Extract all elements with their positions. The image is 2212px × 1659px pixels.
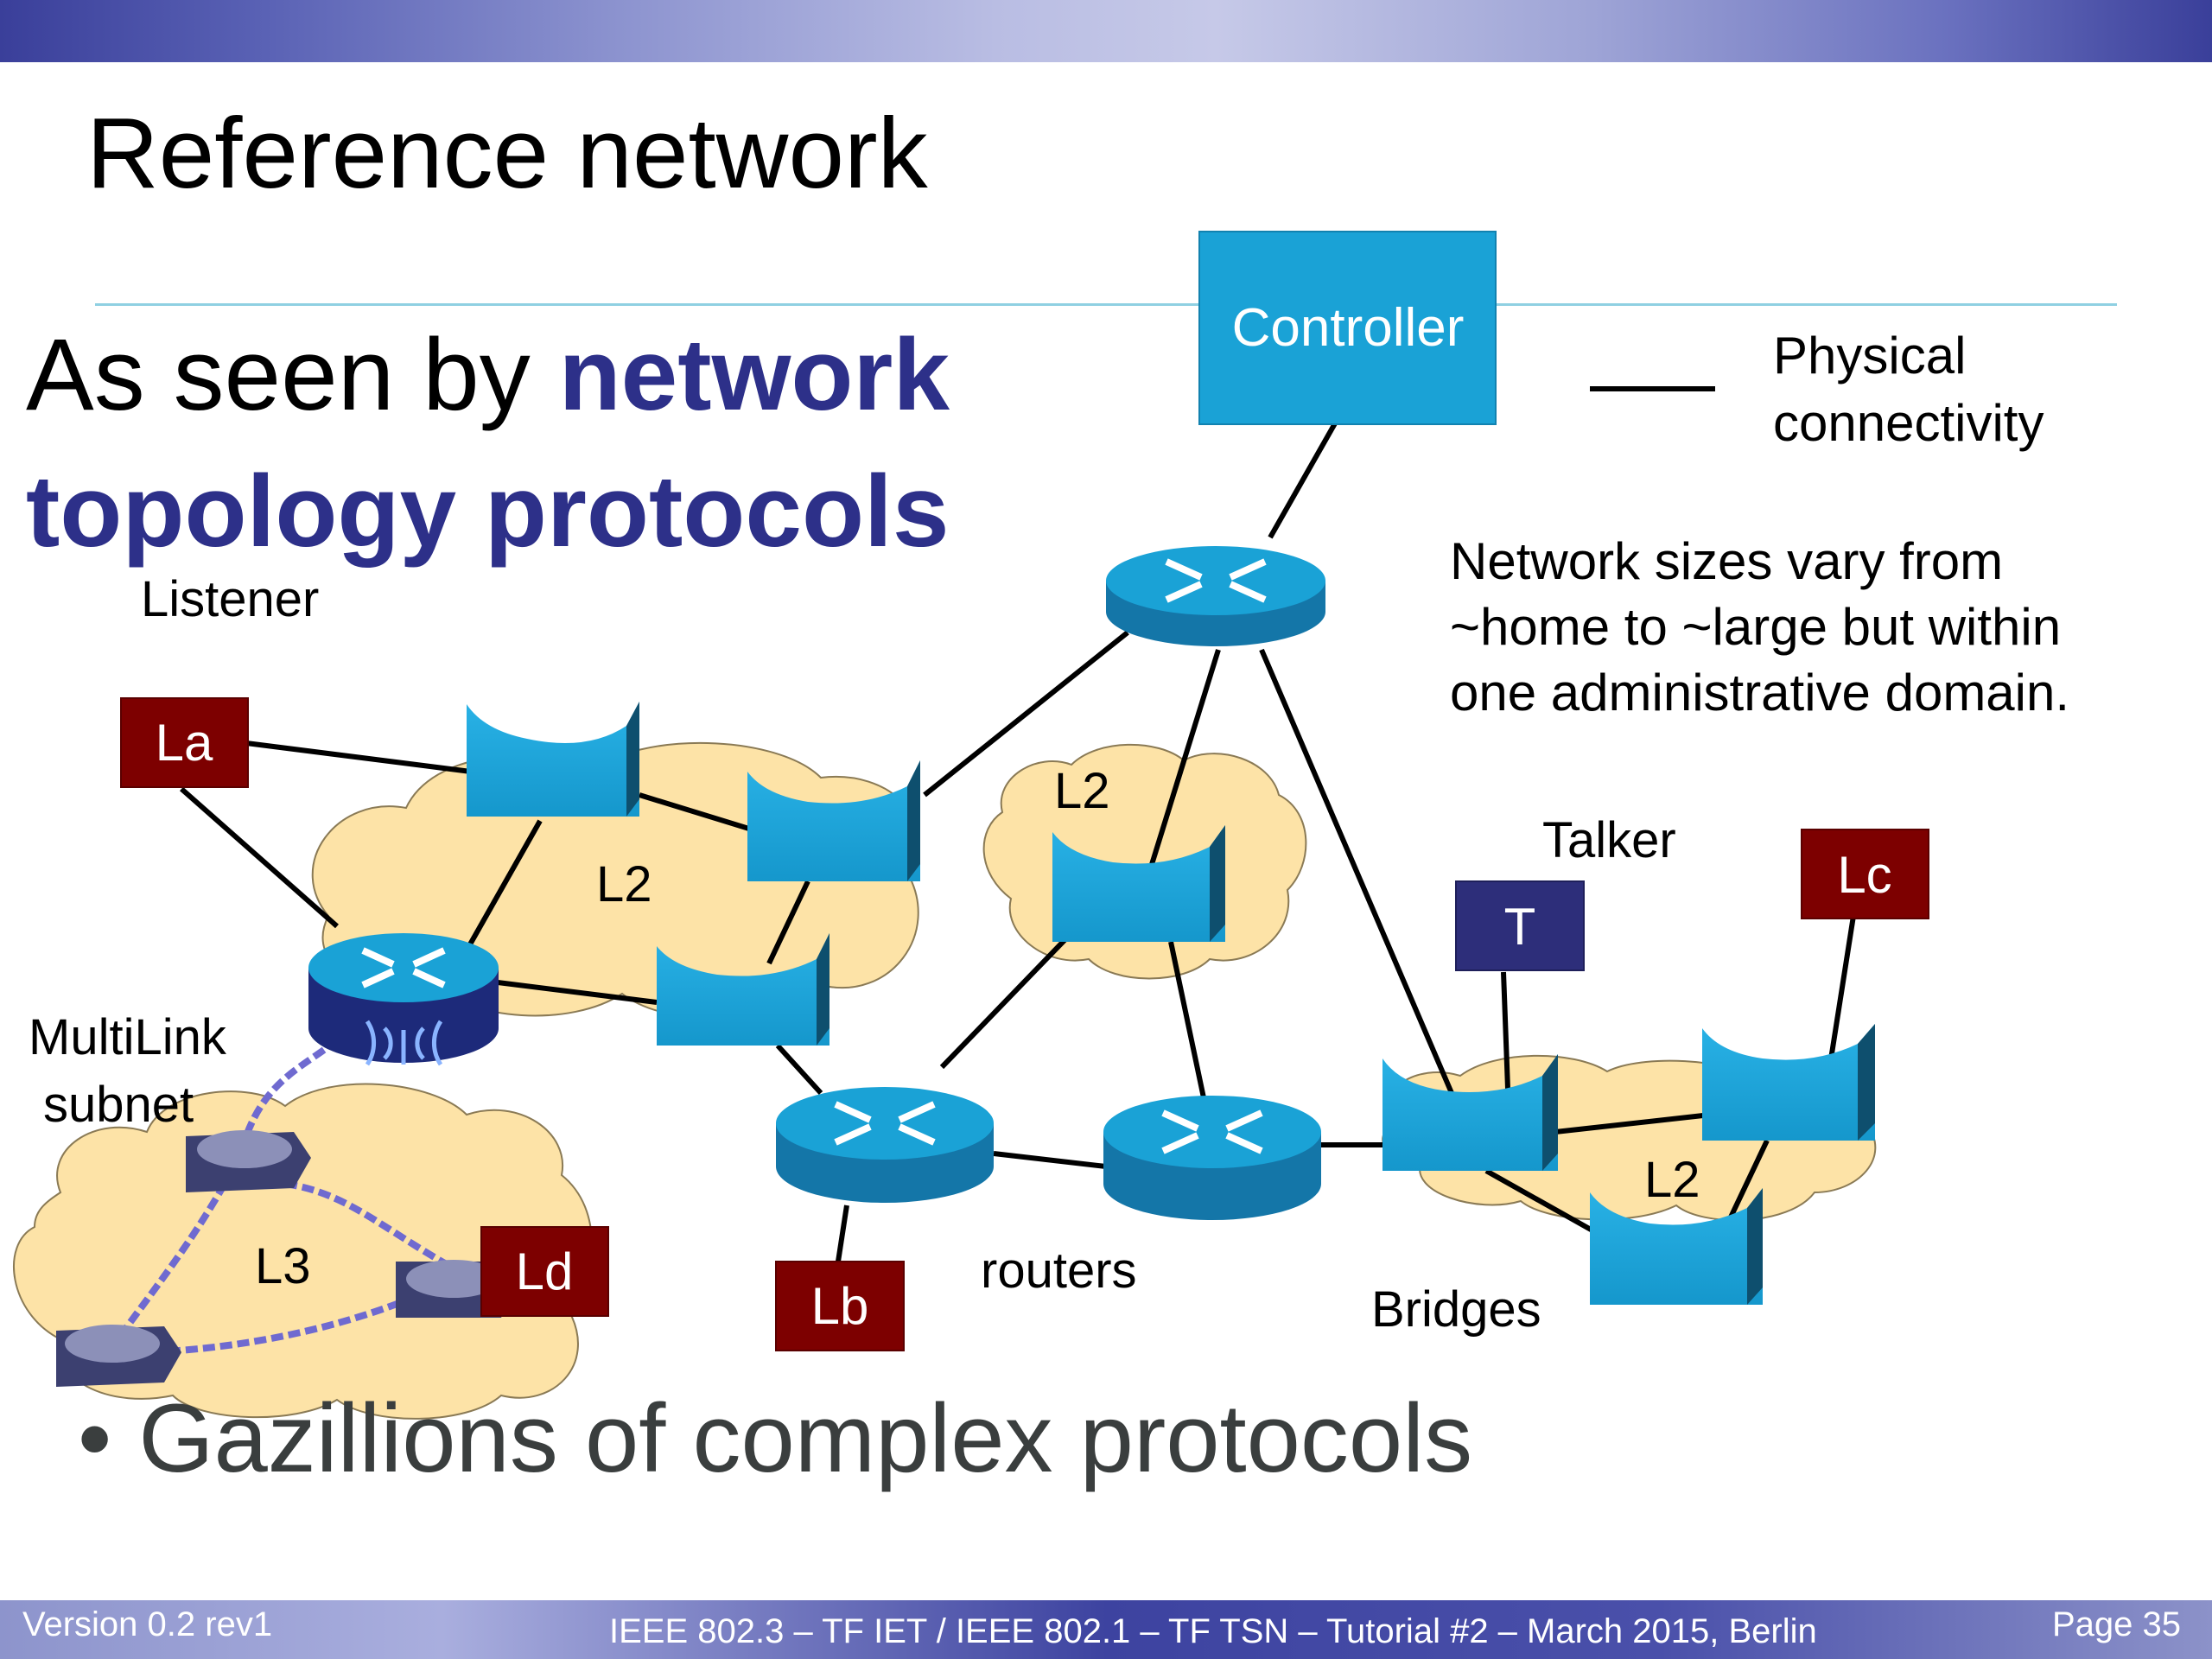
endpoint-ld[interactable]: Ld <box>480 1226 609 1317</box>
router-multilink-arrows-icon <box>361 947 446 988</box>
wireless-node1-node2 <box>284 1180 451 1269</box>
wireless-antenna-icon <box>365 1020 443 1066</box>
cloud-l3-label: L3 <box>255 1238 311 1294</box>
endpoint-talker[interactable]: T <box>1455 880 1585 971</box>
endpoint-la[interactable]: La <box>120 697 249 788</box>
endpoint-lb-label: Lb <box>811 1277 869 1335</box>
link-bridge-router-lowright <box>1168 941 1208 1107</box>
link-router-bridge-lower <box>483 978 658 1005</box>
link-router-bridge-center-low <box>939 935 1070 1070</box>
cloud-l2-left-label: L2 <box>596 856 652 912</box>
subtitle-highlight-1: network <box>558 318 950 432</box>
endpoint-ld-label: Ld <box>516 1243 574 1300</box>
note-line-1: Network sizes vary from <box>1450 532 2003 590</box>
routers-label: routers <box>981 1243 1137 1299</box>
multilink-label-2: subnet <box>43 1077 194 1133</box>
note-line-3: one administrative domain. <box>1450 664 2069 721</box>
bridge-2[interactable] <box>747 760 920 881</box>
router-top-arrows-icon <box>1165 558 1267 603</box>
endpoint-talker-label: T <box>1504 898 1536 956</box>
multilink-node-3[interactable] <box>56 1325 181 1387</box>
router-multilink[interactable] <box>308 933 499 1066</box>
bridge-4[interactable] <box>1052 825 1225 942</box>
wireless-links <box>118 1046 451 1356</box>
legend-label-1: Physical <box>1773 327 1966 385</box>
link-la-bridge <box>245 741 472 774</box>
link-router-router <box>993 1151 1107 1169</box>
note-line-2: ~home to ~large but within <box>1450 598 2061 656</box>
footer-version: Version 0.2 rev1 <box>22 1605 273 1643</box>
top-banner <box>0 0 2212 62</box>
wireless-router-node1 <box>238 1046 327 1151</box>
controller-box[interactable]: Controller <box>1198 231 1497 425</box>
multilink-label-1: MultiLink <box>29 1009 227 1065</box>
endpoint-lc-label: Lc <box>1837 846 1891 904</box>
link-bridge-bridge-right <box>1554 1112 1712 1135</box>
subtitle-highlight-2: topology protocols <box>26 454 950 569</box>
bridge-7[interactable] <box>1590 1188 1763 1305</box>
link-bridge-bridge-diag <box>1484 1168 1600 1236</box>
router-lower-middle[interactable] <box>1103 1096 1321 1220</box>
router-lower-left-arrows-icon <box>834 1101 936 1146</box>
link-bridge-router-bottom <box>775 1043 823 1096</box>
bullet-dot: • <box>78 1384 139 1492</box>
link-bridge-bridge <box>639 792 753 832</box>
subtitle-plain: As seen by <box>26 318 559 432</box>
talker-label: Talker <box>1542 812 1676 868</box>
link-router-bridge-right <box>1259 648 1454 1095</box>
wireless-node3-node2 <box>150 1297 408 1356</box>
link-t-bridge <box>1501 971 1510 1090</box>
link-bridge-bridge-vertical-right <box>1726 1139 1770 1224</box>
controller-label: Controller <box>1232 298 1465 358</box>
link-controller-router <box>1268 422 1338 539</box>
endpoint-la-label: La <box>156 714 213 772</box>
slide-subtitle: As seen by network topology protocols <box>26 307 950 580</box>
title-divider <box>95 303 2117 306</box>
router-lower-middle-arrows-icon <box>1161 1109 1263 1154</box>
endpoint-lb[interactable]: Lb <box>775 1261 905 1351</box>
endpoint-lc[interactable]: Lc <box>1801 829 1929 919</box>
cloud-l2-center-label: L2 <box>1054 763 1110 819</box>
link-router-lb <box>836 1205 849 1262</box>
multilink-node-1[interactable] <box>186 1130 311 1192</box>
listener-label: Listener <box>141 571 319 627</box>
footer-page-number: Page 35 <box>2052 1605 2182 1643</box>
cloud-l2-center <box>982 743 1307 980</box>
router-top[interactable] <box>1106 546 1325 646</box>
bridge-5[interactable] <box>1382 1054 1558 1171</box>
link-bridge-router-top <box>923 630 1129 798</box>
link-la-router <box>180 786 339 929</box>
bridge-1[interactable] <box>467 702 639 817</box>
bullet-text: Gazillions of complex protocols <box>138 1384 1473 1492</box>
footer-banner <box>0 1600 2212 1659</box>
slide-title: Reference network <box>86 97 928 209</box>
bridge-3[interactable] <box>657 933 830 1046</box>
link-router-bridge-center <box>1147 649 1221 874</box>
physical-links <box>180 422 1856 1262</box>
link-bridge-router-left <box>464 819 543 952</box>
wireless-node1-node3 <box>118 1182 228 1338</box>
bridges-label: Bridges <box>1371 1281 1541 1338</box>
footer-center-text: IEEE 802.3 – TF IET / IEEE 802.1 – TF TS… <box>609 1612 1817 1650</box>
legend-label-2: connectivity <box>1773 394 2044 452</box>
router-lower-left[interactable] <box>776 1087 994 1203</box>
link-bridge-bridge-vertical <box>766 880 810 965</box>
bullet-item: • Gazillions of complex protocols <box>78 1382 1472 1494</box>
link-lc-bridge <box>1827 915 1856 1065</box>
bridge-6[interactable] <box>1702 1024 1875 1141</box>
cloud-l2-right-label: L2 <box>1644 1152 1700 1208</box>
